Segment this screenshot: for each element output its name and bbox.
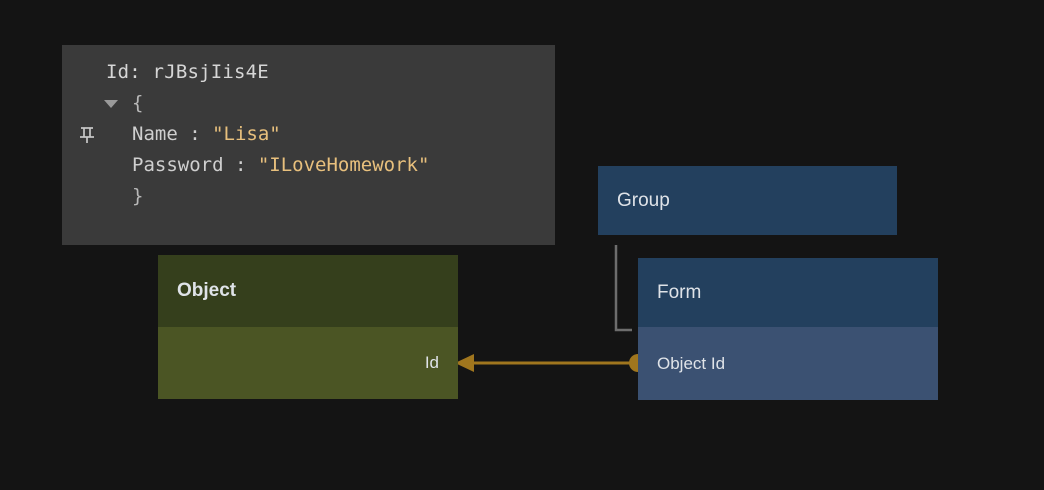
json-open-brace: { — [132, 92, 144, 114]
node-object[interactable]: Object Id — [158, 255, 458, 399]
node-object-field-id[interactable]: Id — [158, 327, 458, 399]
json-property-value: "Lisa" — [212, 123, 281, 145]
json-property-key: Name — [132, 123, 178, 145]
json-close-brace-row: } — [62, 181, 555, 212]
node-object-title: Object — [158, 255, 458, 327]
json-close-brace: } — [132, 185, 144, 207]
node-form-title: Form — [638, 258, 938, 327]
tree-connector-group-to-form — [614, 245, 632, 332]
json-property-row: Password : "ILoveHomework" — [132, 154, 430, 176]
chevron-down-icon[interactable] — [98, 99, 124, 108]
node-group[interactable]: Group — [598, 166, 897, 235]
json-title: Id: rJBsjIis4E — [106, 61, 269, 83]
json-title-row: Id: rJBsjIis4E — [62, 57, 555, 143]
json-open-brace-row: { — [62, 88, 555, 119]
node-form[interactable]: Form Object Id — [638, 258, 938, 400]
json-property-value: "ILoveHomework" — [257, 154, 430, 176]
json-property-row: Name : "Lisa" — [132, 123, 281, 145]
json-inspector-popup: Id: rJBsjIis4E { Name : "Lisa" Password … — [62, 45, 555, 245]
pin-icon[interactable] — [76, 62, 98, 143]
node-form-field-object-id[interactable]: Object Id — [638, 327, 938, 400]
node-group-title: Group — [598, 166, 897, 235]
json-property-key: Password — [132, 154, 224, 176]
